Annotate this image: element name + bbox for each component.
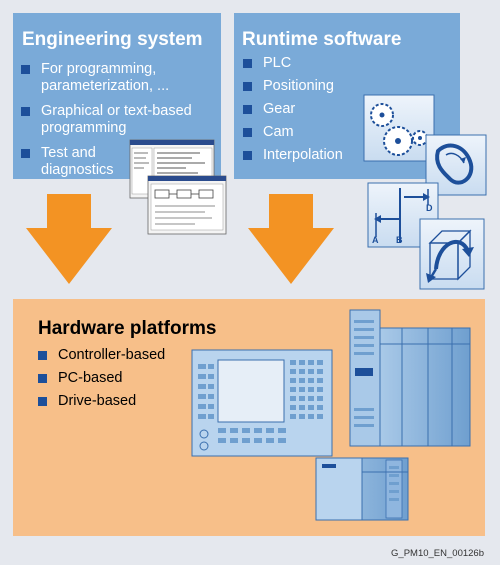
cam-curve-icon [435, 143, 474, 185]
arrow-right-icon [423, 193, 430, 201]
runtime-to-hardware-arrow-icon [248, 194, 334, 284]
bullet-icon [21, 65, 30, 74]
engineering-item-graphical: Graphical or text-based programming [21, 103, 211, 137]
bullet-icon [243, 151, 252, 160]
runtime-item-plc: PLC [243, 55, 343, 72]
engineering-list: For programming, parameterization, ... G… [21, 61, 211, 179]
runtime-function-cards: A B D [363, 94, 487, 290]
bullet-icon [243, 128, 252, 137]
arrow-left-icon [374, 215, 381, 223]
axis-a-label: A [372, 235, 379, 245]
bullet-icon [21, 149, 30, 158]
runtime-item-cam: Cam [243, 124, 343, 141]
engineering-to-hardware-arrow-icon [26, 194, 112, 284]
bullet-icon [38, 351, 47, 360]
axis-d-label: D [426, 203, 433, 213]
bullet-icon [243, 105, 252, 114]
axis-b-label: B [396, 235, 403, 245]
bullet-icon [243, 59, 252, 68]
hardware-item-controller: Controller-based [38, 347, 165, 364]
engineering-item-test: Test and diagnostics [21, 145, 151, 179]
hardware-illustration [191, 309, 471, 521]
controller-cabinet-icon [349, 309, 471, 447]
hardware-item-pc: PC-based [38, 370, 165, 387]
bullet-icon [38, 397, 47, 406]
figure-id-label: G_PM10_EN_00126b [391, 548, 484, 559]
engineering-item-programming: For programming, parameterization, ... [21, 61, 211, 95]
bullet-icon [21, 107, 30, 116]
bullet-icon [38, 374, 47, 383]
engineering-system-title: Engineering system [22, 29, 203, 50]
interpolation-card [419, 218, 485, 290]
gear-card [363, 94, 435, 162]
hardware-item-drive: Drive-based [38, 393, 165, 410]
runtime-item-interpolation: Interpolation [243, 147, 343, 164]
engineering-system-panel: Engineering system For programming, para… [13, 13, 221, 179]
hardware-platforms-title: Hardware platforms [38, 318, 217, 339]
software-window-front [147, 175, 227, 235]
hardware-list: Controller-based PC-based Drive-based [38, 347, 165, 410]
runtime-item-gear: Gear [243, 101, 343, 118]
runtime-software-title: Runtime software [242, 29, 402, 50]
interpolation-path-icon [434, 239, 470, 270]
panel-pc-icon [191, 349, 333, 457]
engineering-screenshots-illustration [129, 139, 227, 235]
bullet-icon [243, 82, 252, 91]
runtime-item-positioning: Positioning [243, 78, 343, 95]
drive-unit-icon [315, 457, 409, 521]
runtime-list: PLC Positioning Gear Cam Interpolation [243, 55, 343, 164]
cam-card [425, 134, 487, 196]
